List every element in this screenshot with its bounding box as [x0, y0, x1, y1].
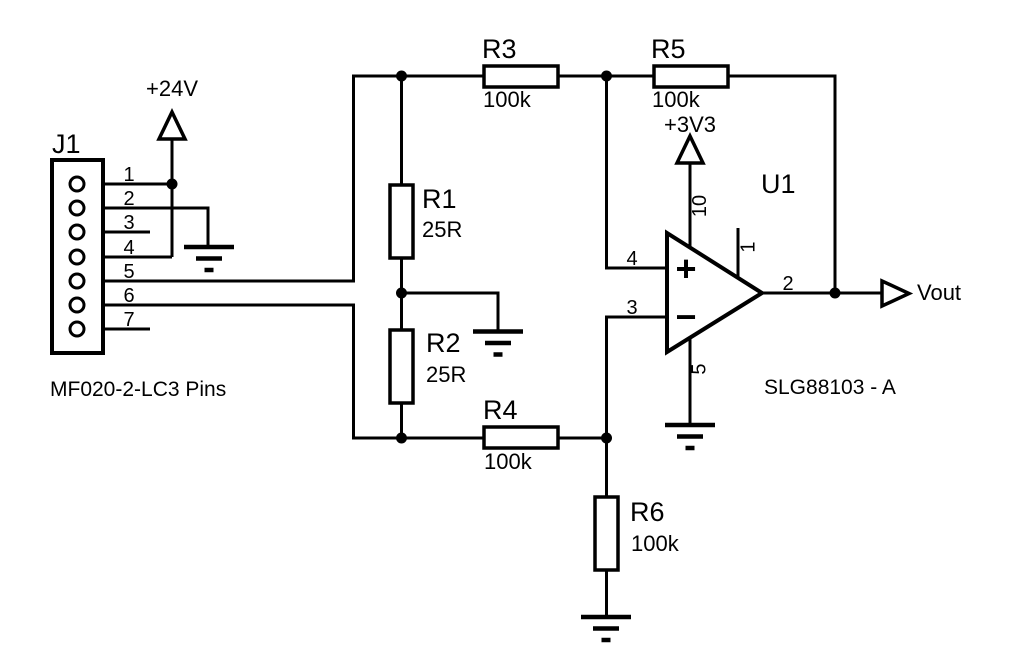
junction-dot: [601, 432, 612, 444]
vout-net-label: Vout: [917, 280, 962, 305]
wire-pin2-gnd: [84, 206, 210, 247]
r1-value: 25R: [422, 217, 463, 242]
r3-designator: R3: [482, 34, 517, 64]
opamp-part-label: SLG88103 - A: [764, 376, 896, 399]
vout-arrow-icon: [880, 278, 914, 309]
power-label-24v: +24V: [146, 76, 198, 101]
connector-pin-number-2: 2: [123, 188, 135, 210]
power-arrow-3v3-icon: [674, 131, 706, 165]
wire-inverting-input: [605, 315, 667, 438]
wire-r5-feedback: [727, 74, 837, 293]
r2-designator: R2: [426, 328, 461, 358]
connector-pin-circle-4: [68, 248, 86, 266]
r6-value: 100k: [631, 531, 679, 556]
opamp-triangle: [665, 229, 766, 356]
ground-symbol-opamp: [665, 422, 715, 451]
opamp-pin-number-enable: 1: [738, 241, 760, 253]
r4-designator: R4: [483, 395, 518, 425]
opamp-pin-number-output: 2: [782, 273, 794, 295]
r5-designator: R5: [651, 34, 686, 64]
r2-value: 25R: [426, 362, 467, 387]
opamp-plus-input-icon: +: [675, 248, 697, 289]
connector-pin-number-6: 6: [123, 285, 135, 307]
power-arrow-24v-icon: [156, 107, 188, 141]
power-label-3v3: +3V3: [664, 112, 716, 137]
opamp-pin-number-inverting: 3: [626, 297, 638, 319]
connector-pin-number-5: 5: [123, 261, 135, 283]
ground-symbol-r6: [581, 614, 631, 643]
junction-dot: [396, 432, 407, 444]
junction-dot: [601, 70, 612, 82]
connector-pin-circle-1: [68, 175, 86, 193]
connector-pin-number-7: 7: [123, 309, 135, 331]
r1-designator: R1: [422, 184, 457, 214]
junction-dot: [396, 70, 407, 82]
opamp-pin-number-noninverting: 4: [626, 248, 638, 270]
ground-symbol-connector: [184, 244, 234, 273]
wire-pin5-top-rail: [84, 74, 484, 283]
junction-dot: [166, 178, 178, 190]
opamp-designator: U1: [761, 169, 796, 199]
junction-dot: [396, 287, 407, 299]
resistor-body-r3: [482, 64, 560, 89]
r4-value: 100k: [484, 449, 532, 474]
r6-designator: R6: [630, 497, 665, 527]
wire-mid-gnd: [401, 291, 500, 331]
wire-pin6-bottom-rail: [84, 303, 484, 440]
r3-value: 100k: [483, 87, 531, 112]
connector-designator: J1: [52, 129, 81, 159]
connector-pin-number-3: 3: [123, 212, 135, 234]
connector-pin-circle-5: [68, 272, 86, 290]
resistor-body-r2: [388, 328, 415, 405]
resistor-body-r4: [482, 425, 560, 450]
connector-pin-circle-7: [68, 320, 86, 338]
r5-value: 100k: [652, 87, 700, 112]
ground-symbol-mid: [473, 329, 523, 357]
resistor-body-r5: [652, 64, 730, 89]
opamp-pin-number-vss: 5: [689, 363, 711, 375]
resistor-body-r1: [388, 183, 415, 260]
connector-pin-circle-3: [68, 223, 86, 241]
connector-pin-circle-6: [68, 296, 86, 314]
opamp-pin-number-vdd: 10: [689, 194, 711, 218]
connector-pin-number-4: 4: [123, 237, 135, 259]
resistor-body-r6: [593, 495, 620, 572]
wire-noninverting-input: [605, 76, 667, 270]
junction-dot: [829, 287, 841, 299]
connector-pin-circle-2: [68, 199, 86, 217]
opamp-minus-input-icon: −: [675, 296, 697, 337]
connector-part-label: MF020-2-LC3 Pins: [50, 378, 227, 401]
connector-pin-number-1: 1: [123, 164, 135, 186]
